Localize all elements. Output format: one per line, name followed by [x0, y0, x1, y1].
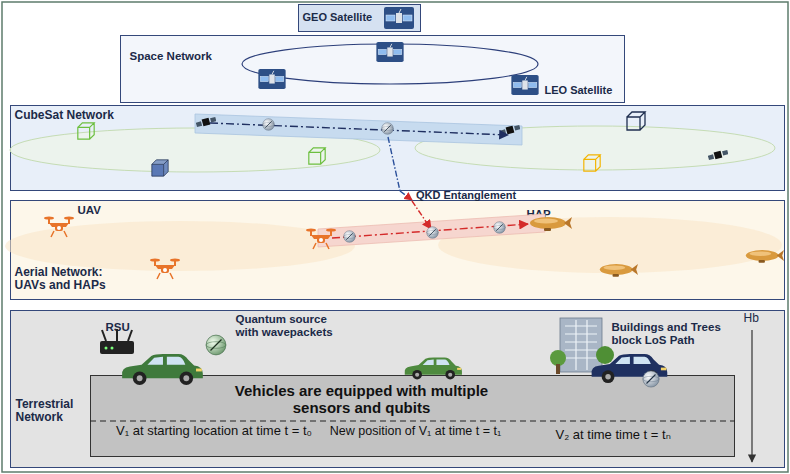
qubit-sphere [344, 231, 356, 243]
satellite-label: LEO Satellite [545, 84, 613, 97]
vehicle-icon [592, 354, 668, 383]
road-line [90, 420, 735, 421]
link-band [195, 114, 522, 145]
band-title: Space Network [130, 50, 212, 63]
rsu-icon [100, 341, 134, 354]
coverage-ellipse [438, 217, 782, 273]
vehicle-icon [405, 357, 462, 379]
qubit-sphere [427, 227, 439, 239]
satellite-box: GEO Satellite [298, 4, 421, 32]
tree-trunk [556, 364, 560, 374]
building-icon [560, 318, 602, 372]
entanglement-line [388, 137, 400, 191]
uav-icon [150, 258, 180, 279]
cubesat-icon [152, 160, 168, 176]
vehicle-icon [122, 354, 203, 385]
band-title: CubeSat Network [15, 109, 114, 123]
cubesat-icon [584, 155, 600, 171]
satellite-icon [384, 7, 414, 29]
cubesat-icon [78, 123, 94, 139]
building-windows [565, 320, 597, 370]
rsu-light [111, 347, 114, 350]
satellite-icon [376, 42, 403, 62]
obstacle-label: Buildings and Trees block LoS Path [612, 321, 744, 347]
hap-icon [600, 264, 638, 277]
quantum-source-sphere [206, 335, 226, 355]
hap-icon [530, 217, 572, 231]
network-band: Space NetworkLEO Satellite [120, 35, 625, 103]
cubesat-icon [627, 112, 645, 130]
connector-label: QKD Entanglement [416, 190, 516, 200]
rsu-antenna [128, 330, 132, 341]
hap-icon [746, 250, 784, 263]
cubesat-icon [309, 148, 325, 164]
vehicle-lane: Vehicles are equipped with multiple sens… [90, 375, 735, 457]
device-label: HAP [527, 208, 551, 221]
lane-title: Vehicles are equipped with multiple sens… [227, 382, 497, 417]
orbit-ellipse [415, 126, 775, 170]
box-title: GEO Satellite [303, 11, 373, 24]
orbit-ellipse [242, 44, 538, 84]
uav-icon [44, 216, 74, 237]
tree-icon [596, 346, 614, 364]
rsu-antenna [116, 329, 118, 341]
rsu-antenna [102, 330, 106, 341]
satellite-icon [258, 69, 285, 89]
tree-icon [550, 350, 566, 366]
device-label: RSU [106, 321, 130, 334]
network-band: RSU Quantum source with wavepackets Buildi… [10, 310, 785, 468]
entanglement-line [412, 201, 431, 229]
orbit-ellipse [10, 128, 380, 172]
qubit-sphere [382, 123, 394, 135]
qubit-sphere [643, 371, 659, 387]
time-label: New position of V₁ at time t = t₁ [316, 424, 516, 438]
device-label: UAV [78, 204, 101, 217]
entanglement-connector [400, 191, 412, 200]
band-title: Aerial Network: UAVs and HAPs [15, 266, 127, 294]
satellite-icon [511, 75, 538, 95]
network-band: UAV HAP Aerial Network: UAVs and HAPs [10, 200, 785, 300]
height-label: Hb [744, 312, 759, 326]
network-band: CubeSat Network [10, 105, 785, 191]
link-line [332, 224, 528, 238]
cubesat-icon [500, 125, 521, 135]
cubesat-icon [196, 117, 217, 127]
uav-icon [306, 228, 336, 249]
source-label: Quantum source with wavepackets [236, 313, 351, 339]
height-arrow [751, 330, 752, 462]
coverage-ellipse [5, 221, 355, 271]
qubit-sphere [263, 119, 275, 131]
cubesat-icon [708, 150, 729, 160]
rsu-light [105, 347, 108, 350]
time-label: V₂ at time time t = tₙ [556, 428, 671, 443]
link-line [210, 123, 508, 135]
band-title: Terrestrial Network [16, 398, 91, 426]
time-label: V₁ at starting location at time t = t₀ [112, 424, 317, 439]
link-band [318, 214, 545, 247]
qubit-sphere [494, 222, 506, 234]
